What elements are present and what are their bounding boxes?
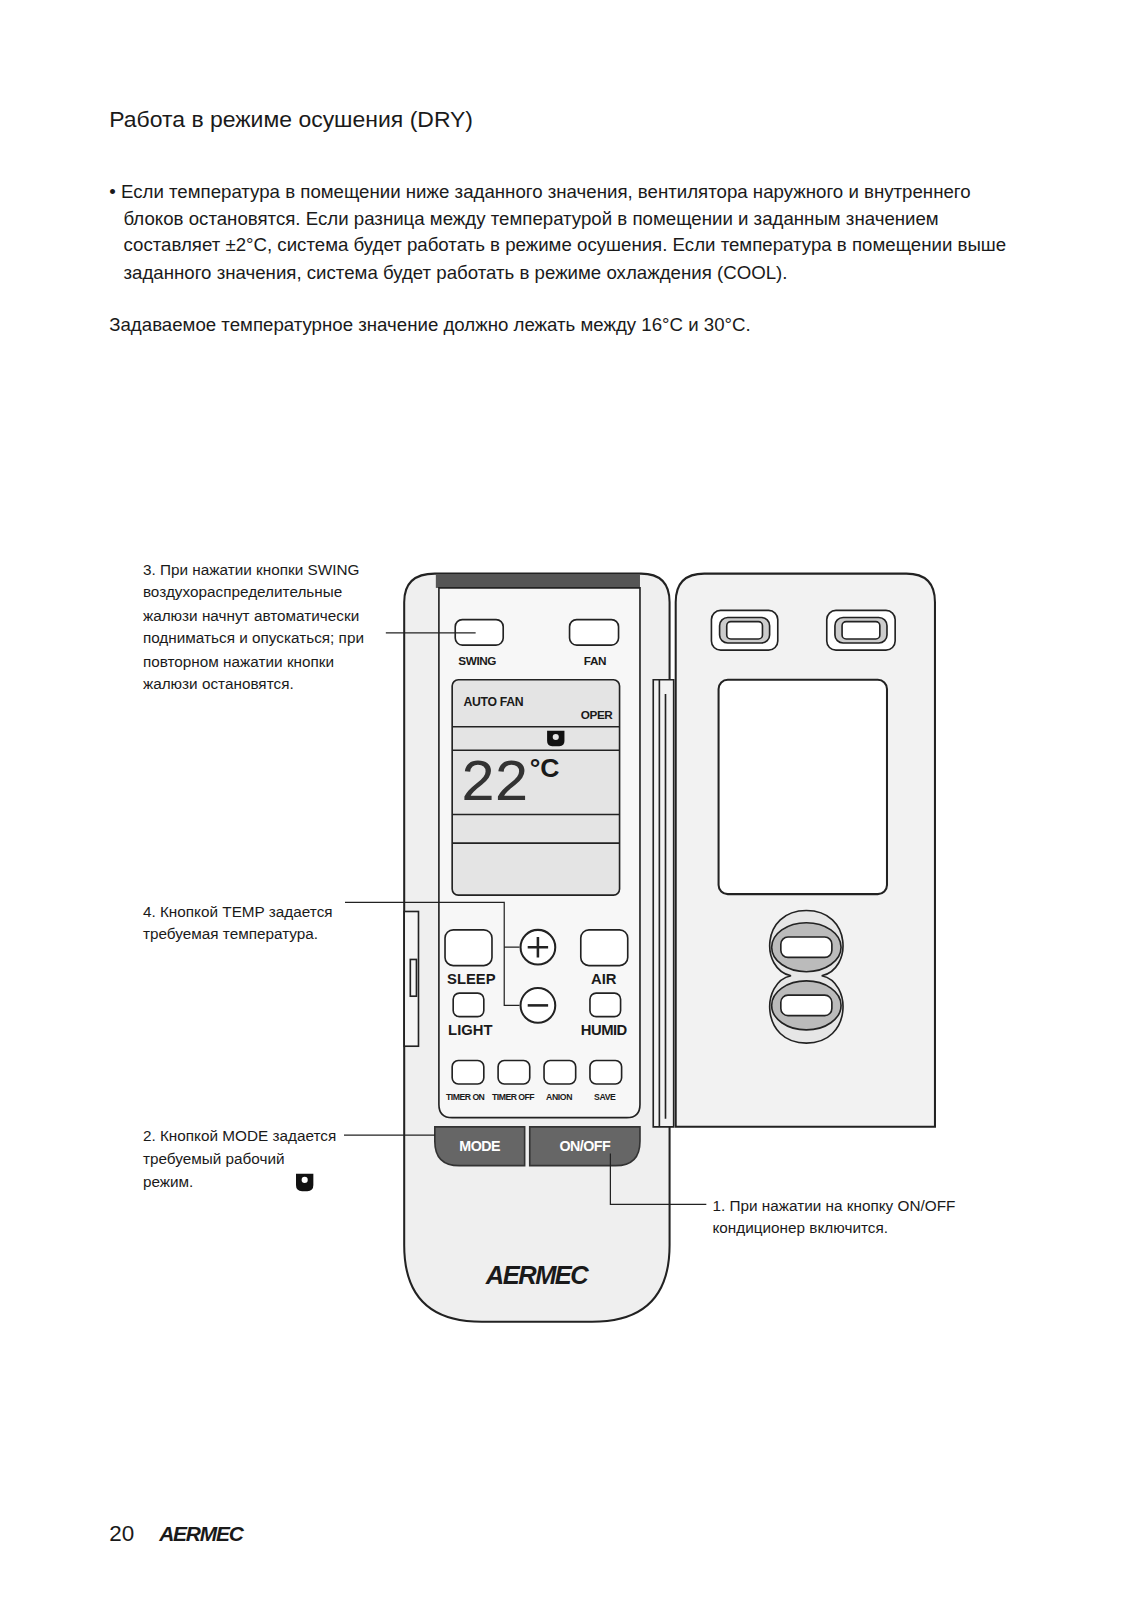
button-text: MODE	[459, 1137, 500, 1155]
brand-logo-holder: AERMEC	[486, 1260, 587, 1292]
button-label-holder: LIGHT	[448, 1021, 492, 1039]
temperature-digits: 22	[460, 747, 527, 822]
button-label: AIR	[591, 970, 617, 988]
temperature-unit: °C	[530, 751, 560, 785]
display-text-holder: OPER	[581, 707, 613, 721]
callout-text: 1. При нажатии на кнопку ON/OFF кондицио…	[712, 1194, 1018, 1240]
display-text-holder: AUTO FAN	[463, 695, 523, 710]
mode-button: MODE	[435, 1127, 525, 1166]
button-label: HUMID	[581, 1021, 627, 1039]
brand-logo: AERMEC	[486, 1260, 587, 1292]
button-label: LIGHT	[448, 1021, 492, 1039]
button-label: SAVE	[594, 1092, 615, 1103]
temperature-unit-holder: °C	[530, 751, 560, 785]
body-text: • Если температура в помещении ниже зада…	[109, 179, 1017, 286]
lcd-display: AUTO FAN OPER 22°C	[452, 680, 619, 895]
brand-logo: AERMEC	[159, 1521, 242, 1548]
body-text: Задаваемое температурное значение должно…	[109, 311, 1028, 338]
button-text: ON/OFF	[559, 1137, 610, 1155]
button-label-holder: FAN	[584, 654, 606, 668]
page-number-holder: 20	[109, 1520, 134, 1549]
callout-text-holder: 2. Кнопкой MODE задается требуемый рабоч…	[143, 1125, 337, 1194]
button-label-holder: TIMER ON	[446, 1092, 484, 1103]
button-label: SLEEP	[447, 970, 496, 988]
button-label-holder: TIMER OFF	[492, 1092, 534, 1103]
body-text-holder: • Если температура в помещении ниже зада…	[109, 179, 1017, 286]
button-text-holder: ON/OFF	[559, 1137, 610, 1155]
callout-text: 2. Кнопкой MODE задается требуемый рабоч…	[143, 1125, 337, 1194]
button-label-holder: HUMID	[581, 1021, 627, 1039]
button-label: ANION	[546, 1092, 572, 1103]
callout-text-holder: 1. При нажатии на кнопку ON/OFF кондицио…	[712, 1194, 1018, 1240]
callout-text-holder: 4. Кнопкой TEMP задается требуемая темпе…	[143, 900, 337, 946]
callout-text: 4. Кнопкой TEMP задается требуемая темпе…	[143, 900, 337, 946]
page-title: Работа в режиме осушения (DRY)	[109, 105, 473, 134]
button-text-holder: MODE	[459, 1137, 500, 1155]
button-label-holder: ANION	[546, 1092, 572, 1103]
body-text-holder: Задаваемое температурное значение должно…	[109, 311, 1028, 338]
button-label-holder: AIR	[591, 970, 617, 988]
display-text: OPER	[581, 707, 613, 721]
button-label-holder: SLEEP	[447, 970, 496, 988]
onoff-button: ON/OFF	[530, 1127, 640, 1166]
brand-logo-holder: AERMEC	[159, 1521, 242, 1548]
button-label: FAN	[584, 654, 606, 668]
temperature-digits-holder: 22	[460, 747, 527, 822]
page-number: 20	[109, 1520, 134, 1549]
button-label-holder: SWING	[458, 654, 496, 668]
button-label-holder: SAVE	[594, 1092, 615, 1103]
button-label: TIMER ON	[446, 1092, 484, 1103]
page-title-holder: Работа в режиме осушения (DRY)	[109, 105, 473, 134]
button-label: TIMER OFF	[492, 1092, 534, 1103]
button-label: SWING	[458, 654, 496, 668]
callout-text-holder: 3. При нажатии кнопки SWING воздухораспр…	[143, 558, 393, 695]
callout-text: 3. При нажатии кнопки SWING воздухораспр…	[143, 558, 393, 695]
display-text: AUTO FAN	[463, 695, 523, 710]
